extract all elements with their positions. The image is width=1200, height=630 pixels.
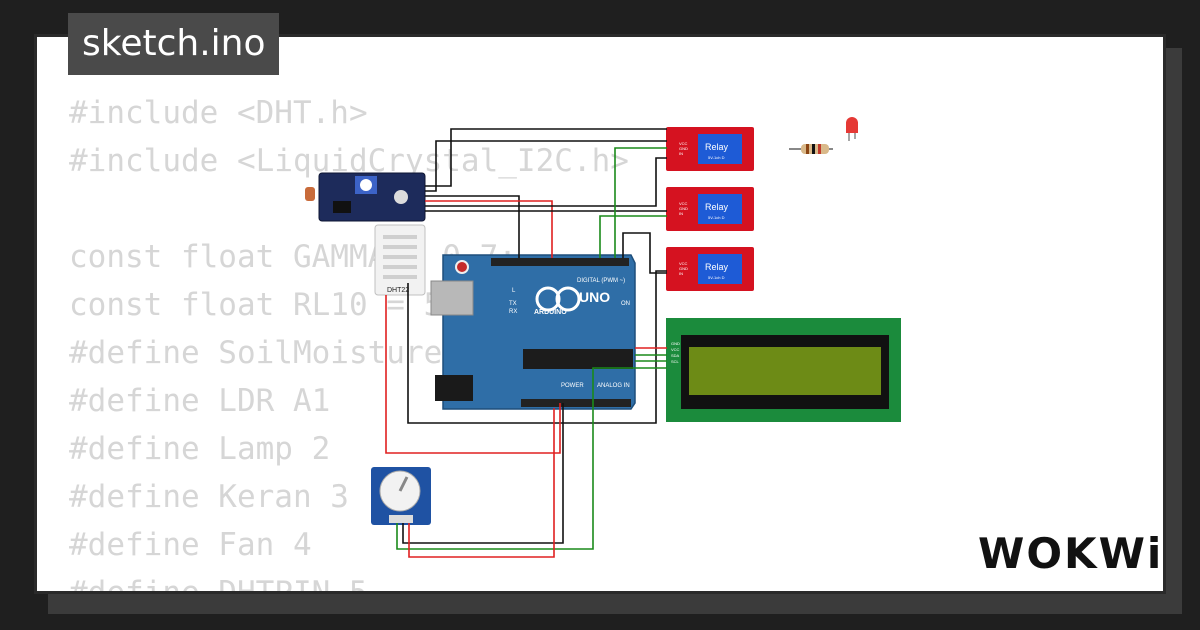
wokwi-logo: WOKWi bbox=[978, 529, 1160, 578]
resistor-icon[interactable] bbox=[789, 144, 833, 154]
svg-text:SCL: SCL bbox=[671, 359, 680, 364]
code-line: #include <LiquidCrystal_I2C.h> bbox=[69, 143, 629, 179]
arduino-uno-board[interactable]: UNO ARDUINO DIGITAL (PWM ~) ANALOG IN PO… bbox=[430, 254, 636, 410]
code-preview: #include <DHT.h> #include <LiquidCrystal_… bbox=[69, 89, 629, 594]
arduino-logo-icon bbox=[535, 286, 561, 312]
svg-text:IN: IN bbox=[679, 151, 683, 156]
svg-text:VCC: VCC bbox=[671, 347, 680, 352]
svg-text:IN: IN bbox=[679, 211, 683, 216]
arduino-brand-label: ARDUINO bbox=[534, 309, 567, 316]
svg-text:5V-1ch D: 5V-1ch D bbox=[708, 275, 725, 280]
relay-label: Relay bbox=[705, 142, 729, 152]
relay-module-3[interactable]: Relay 5V-1ch D VCC GND IN bbox=[666, 247, 754, 291]
lcd-display[interactable]: GND VCC SDA SCL bbox=[666, 318, 901, 422]
code-line: #define LDR A1 bbox=[69, 383, 331, 419]
power-header-label: POWER bbox=[561, 383, 584, 389]
relay-module-1[interactable]: Relay 5V-1ch D VCC GND IN bbox=[666, 127, 754, 171]
svg-text:GND: GND bbox=[679, 266, 688, 271]
code-line: #include <DHT.h> bbox=[69, 95, 368, 131]
svg-text:GND: GND bbox=[671, 341, 680, 346]
tx-led-label: TX bbox=[509, 301, 517, 307]
photoresistor-icon bbox=[305, 187, 315, 201]
svg-text:5V-1ch D: 5V-1ch D bbox=[708, 155, 725, 160]
svg-text:VCC: VCC bbox=[679, 201, 688, 206]
rx-led-label: RX bbox=[509, 309, 517, 315]
code-line: #define Fan 4 bbox=[69, 527, 312, 563]
file-tab[interactable]: sketch.ino bbox=[68, 13, 280, 75]
svg-text:IN: IN bbox=[679, 271, 683, 276]
svg-text:SDA: SDA bbox=[671, 353, 680, 358]
project-card: #include <DHT.h> #include <LiquidCrystal_… bbox=[34, 34, 1166, 594]
relay-label: Relay bbox=[705, 202, 729, 212]
code-line: #define Keran 3 bbox=[69, 479, 349, 515]
code-line: #define Lamp 2 bbox=[69, 431, 331, 467]
analog-header-label: ANALOG IN bbox=[597, 383, 630, 389]
svg-text:VCC: VCC bbox=[679, 141, 688, 146]
on-led-label: ON bbox=[621, 301, 630, 307]
led-icon[interactable] bbox=[846, 117, 858, 141]
arduino-model-label: UNO bbox=[579, 289, 610, 305]
l-led-label: L bbox=[512, 288, 516, 294]
circuit-diagram: UNO ARDUINO DIGITAL (PWM ~) ANALOG IN PO… bbox=[305, 117, 901, 558]
ldr-sensor-module[interactable] bbox=[305, 172, 426, 222]
relay-label: Relay bbox=[705, 262, 729, 272]
code-line: #define SoilMoisture A0 bbox=[69, 335, 499, 371]
potentiometer-icon[interactable] bbox=[371, 467, 431, 525]
wokwi-logo-text: WOKWi bbox=[978, 529, 1160, 578]
trim-pot-icon bbox=[360, 179, 372, 191]
dht22-sensor[interactable]: DHT22 bbox=[374, 224, 426, 296]
reset-button[interactable] bbox=[455, 260, 469, 274]
svg-text:VCC: VCC bbox=[679, 261, 688, 266]
svg-text:GND: GND bbox=[679, 206, 688, 211]
relay-module-2[interactable]: Relay 5V-1ch D VCC GND IN bbox=[666, 187, 754, 231]
dht22-label: DHT22 bbox=[387, 287, 409, 294]
svg-text:5V-1ch D: 5V-1ch D bbox=[708, 215, 725, 220]
svg-text:GND: GND bbox=[679, 146, 688, 151]
code-line: #define DHTPIN 5 bbox=[69, 575, 368, 594]
digital-header-label: DIGITAL (PWM ~) bbox=[577, 278, 625, 284]
wires bbox=[385, 128, 667, 558]
